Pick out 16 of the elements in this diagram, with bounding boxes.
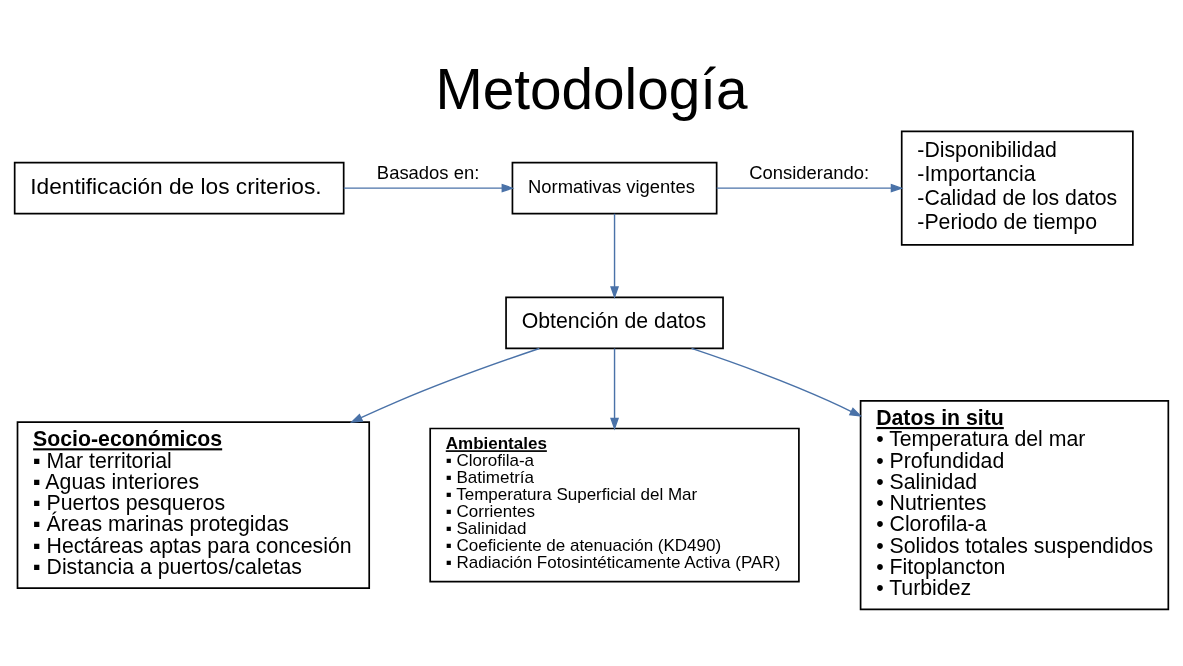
diagram-title: Metodología <box>435 57 748 121</box>
node-box: Socio-económicos ▪ Mar territorial ▪ Aguas interiores ▪ Puertos pesqueros ▪ Áreas marinas protegidas ▪ Hectáreas aptas para concesión ▪ Distancia a puertos/caletas <box>16 420 371 589</box>
node-box: Identificación de los criterios. <box>13 161 345 214</box>
arrow <box>716 183 904 193</box>
arrow <box>610 347 620 430</box>
edge-label: Basados en: <box>376 161 480 183</box>
arrow <box>610 212 620 299</box>
node-box: Ambientales ▪ Clorofila-a ▪ Batimetría ▪ Temperatura Superficial del Mar ▪ Corrientes ▪ Salinidad ▪ Coeficiente de atenuación (KD490) ▪ Radiación Fotosintéticamente Activa (PAR) <box>429 427 800 582</box>
edge-label: Considerando: <box>749 161 870 183</box>
arrow <box>690 347 863 417</box>
arrow <box>343 183 515 193</box>
arrow <box>349 347 541 423</box>
node-box: Obtención de datos <box>505 296 724 349</box>
node-box: -Disponibilidad -Importancia -Calidad de los datos -Periodo de tiempo <box>900 130 1134 246</box>
node-box: Normativas vigentes <box>511 161 718 214</box>
node-box: Datos in situ • Temperatura del mar • Profundidad • Salinidad • Nutrientes • Clorofila-a • Solidos totales suspendidos • Fitoplancton • Turbidez <box>859 399 1170 610</box>
